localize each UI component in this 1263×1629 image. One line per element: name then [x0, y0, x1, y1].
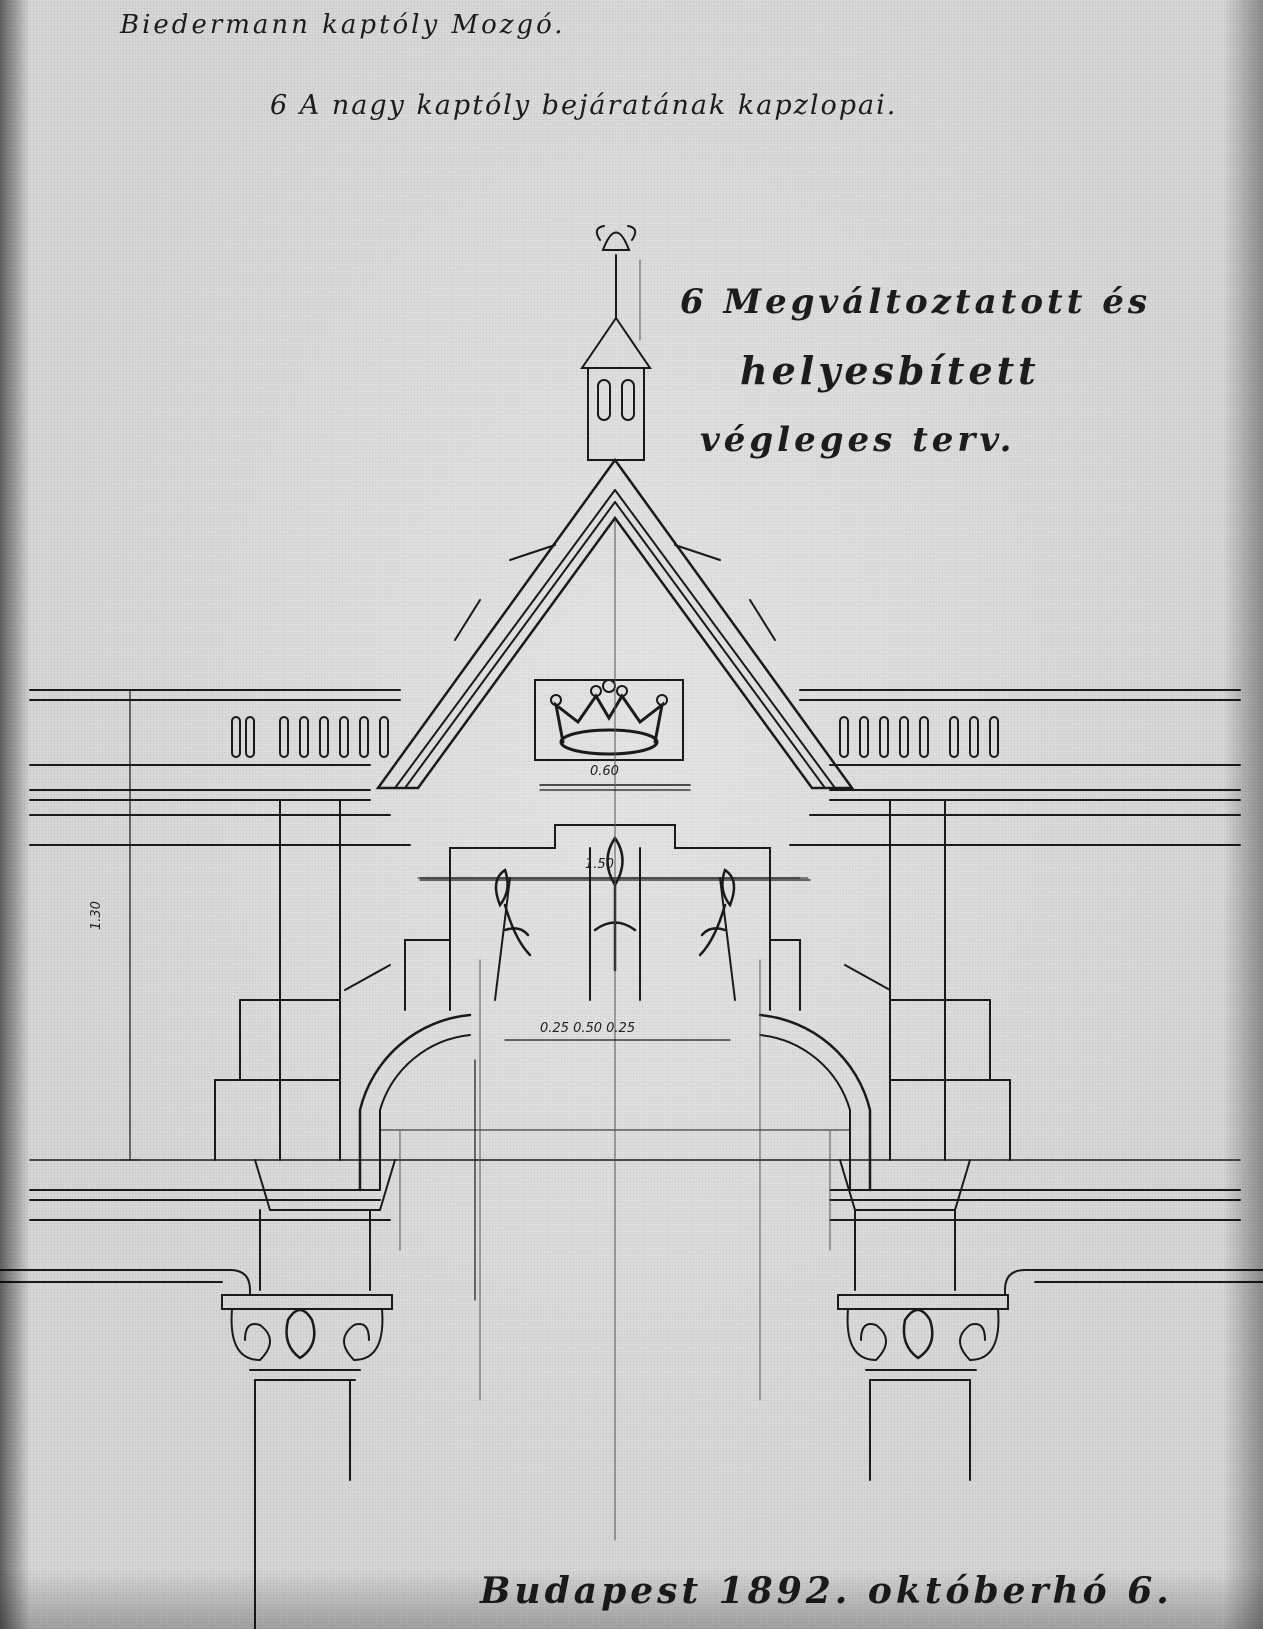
keystone-block: [417, 824, 809, 1011]
pier-right: [839, 799, 971, 1481]
crown-width-label: 0.60: [590, 764, 619, 779]
capital-right: [837, 1294, 1009, 1381]
sheet-subtitle: 6 A nagy kaptóly bejáratának kapzlopai.: [270, 90, 898, 121]
arch-span-label: 0.25 0.50 0.25: [540, 1021, 635, 1036]
base-profiles: [0, 1269, 1263, 1296]
cornice-bands: [29, 689, 1241, 1221]
dimension-lines: [119, 689, 811, 1301]
construction-lines: [399, 259, 831, 1541]
revision-note-line-2: helyesbített: [740, 348, 1040, 393]
revision-note-line-1: 6 Megváltoztatott és: [680, 282, 1152, 322]
frieze-slots-right: [839, 716, 999, 758]
frieze-slots-left: [231, 716, 389, 758]
dimension-labels: 0.60 1.50 0.25 0.50 0.25 1.30: [89, 764, 635, 1036]
revision-note-line-3: végleges terv.: [700, 420, 1016, 460]
finial-pinnacle: [580, 225, 652, 461]
capital-left: [221, 1294, 393, 1381]
signature-date: Budapest 1892. októberhó 6.: [480, 1570, 1173, 1612]
keystone-width-label: 1.50: [585, 857, 614, 872]
crown-panel: [534, 679, 691, 786]
vertical-dimension-label: 1.30: [89, 901, 104, 930]
pier-left: [254, 799, 396, 1629]
sheet-title: Biedermann kaptóly Mozgó.: [120, 10, 566, 40]
